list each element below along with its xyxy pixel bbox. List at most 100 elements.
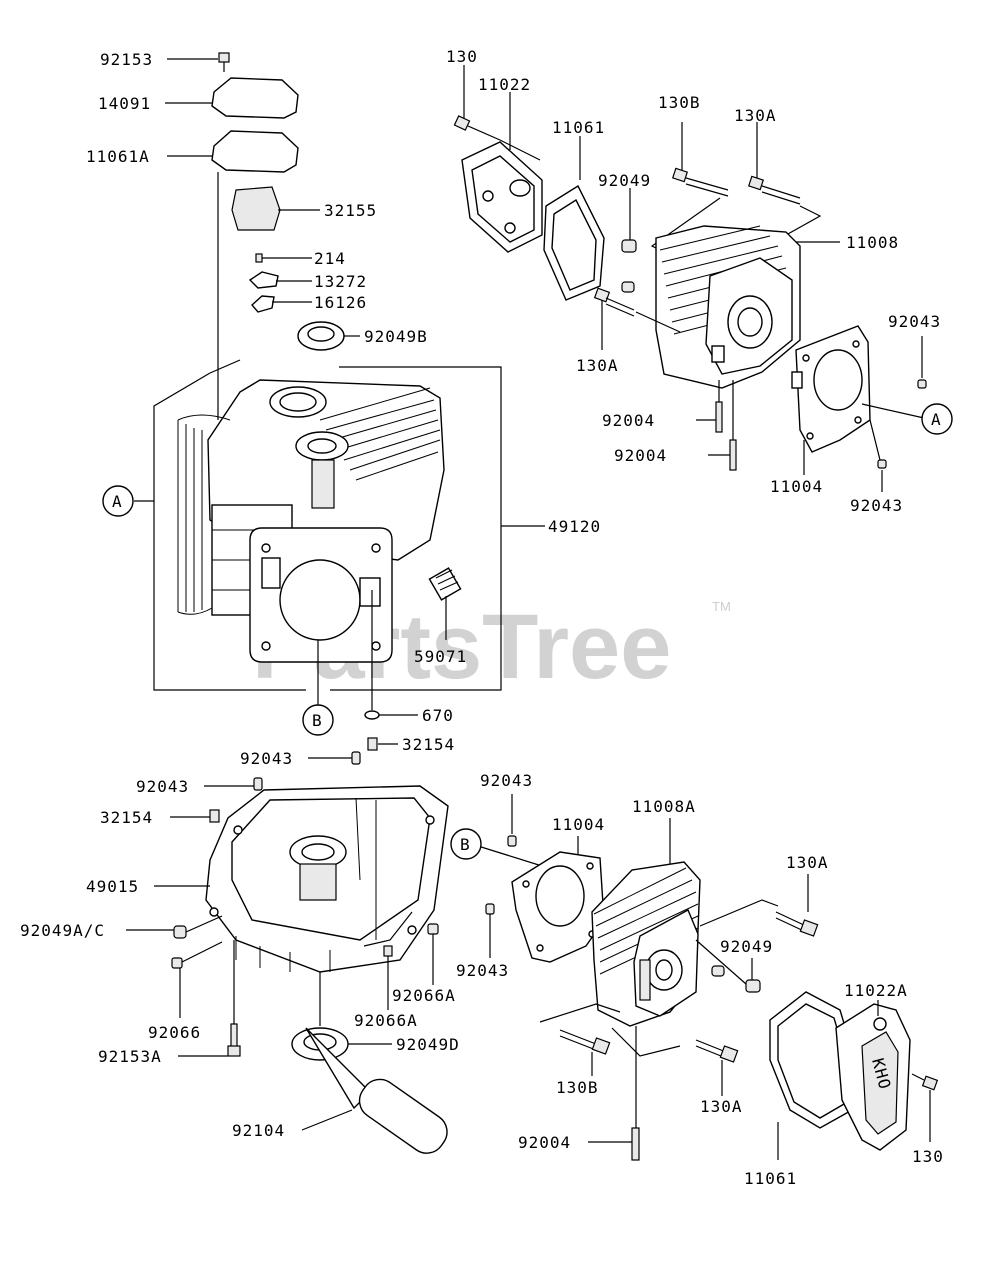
- cylinder-head-11008A-icon: [591, 861, 701, 1027]
- leader-92104: [301, 1109, 353, 1131]
- bolt-130A-top-icon: [747, 175, 801, 205]
- cover-14091-icon: [211, 77, 299, 119]
- label-11022A: 11022A: [844, 981, 908, 1000]
- label-130-top: 130: [446, 47, 478, 66]
- label-11061-top: 11061: [552, 118, 605, 137]
- gasket-11061A-icon: [211, 130, 299, 173]
- label-92104: 92104: [232, 1121, 285, 1140]
- svg-text:B: B: [460, 835, 471, 854]
- bolt-130-top-icon: [453, 115, 501, 141]
- bolt-130B-top-icon: [671, 167, 729, 197]
- bolt-guide-b1: [699, 899, 779, 927]
- label-92049B: 92049B: [364, 327, 428, 346]
- label-130A-b1: 130A: [786, 853, 829, 872]
- pin-92043-d-icon: [485, 903, 495, 915]
- block-frame-left: [153, 372, 306, 691]
- nut-92049-mid-icon: [621, 281, 635, 293]
- plug-92066A-b-icon: [383, 945, 393, 957]
- cylinder-head-11008-icon: [655, 225, 801, 389]
- label-92066: 92066: [148, 1023, 201, 1042]
- stud-92004-a-icon: [715, 401, 723, 433]
- label-92049-top: 92049: [598, 171, 651, 190]
- nut-92049-bot-icon: [745, 979, 761, 993]
- label-59071: 59071: [414, 647, 467, 666]
- plug-92066A-a-icon: [427, 923, 439, 935]
- pin-92043-a-icon: [351, 751, 361, 765]
- label-92043-b: 92043: [136, 777, 189, 796]
- callout-B-top: B: [302, 704, 334, 736]
- label-92049-bot: 92049: [720, 937, 773, 956]
- sealant-tube-92104-icon: [305, 1027, 448, 1154]
- label-130A-mid: 130A: [576, 356, 619, 375]
- crankcase-49015-icon: [205, 785, 449, 973]
- label-13272: 13272: [314, 272, 367, 291]
- leader-B-bottom: [477, 845, 543, 867]
- leader-A-right: [861, 403, 925, 419]
- label-14091: 14091: [98, 94, 151, 113]
- label-32154-b: 32154: [100, 808, 153, 827]
- screw-92153-icon: [218, 52, 230, 63]
- label-130-bot: 130: [912, 1147, 944, 1166]
- label-214: 214: [314, 249, 346, 268]
- gasket-11061-bot-icon: [769, 991, 859, 1129]
- label-92049D: 92049D: [396, 1035, 460, 1054]
- label-11061-bot: 11061: [744, 1169, 797, 1188]
- label-16126: 16126: [314, 293, 367, 312]
- label-92004-b: 92004: [614, 446, 667, 465]
- seal-92049AC-icon: [173, 925, 187, 939]
- bolt-130A-mid-icon: [593, 287, 635, 317]
- gasket-11004-bot-icon: [511, 851, 605, 963]
- part-32155-icon: [231, 186, 281, 231]
- svg-text:A: A: [112, 492, 123, 511]
- stud-92004-bot-icon: [631, 1127, 640, 1161]
- bolt-130A-b2-icon: [695, 1039, 739, 1063]
- rocker-cover-11022-icon: [461, 141, 543, 253]
- label-92066A-b: 92066A: [354, 1011, 418, 1030]
- nut-92049-bot2-icon: [711, 965, 725, 977]
- label-49015: 49015: [86, 877, 139, 896]
- label-92043-r2: 92043: [850, 496, 903, 515]
- rocker-cover-11022A-icon: KHO: [835, 1003, 911, 1151]
- callout-B-bottom: B: [450, 828, 482, 860]
- pin-92043-r2-icon: [877, 459, 887, 469]
- label-32154-a: 32154: [402, 735, 455, 754]
- oring-670-icon: [364, 710, 380, 720]
- gasket-11004-top-icon: [791, 325, 871, 453]
- label-11004-top: 11004: [770, 477, 823, 496]
- svg-text:B: B: [312, 711, 323, 730]
- label-92066A-a: 92066A: [392, 986, 456, 1005]
- callout-A-left: A: [102, 485, 134, 517]
- cylinder-block-49120-icon: [177, 379, 445, 616]
- bolt-92153A-icon: [227, 1023, 241, 1057]
- label-32155: 32155: [324, 201, 377, 220]
- label-11061A: 11061A: [86, 147, 150, 166]
- pin-92043-r1-icon: [917, 379, 927, 389]
- part-13272-icon: [248, 271, 279, 289]
- label-11008A: 11008A: [632, 797, 696, 816]
- label-92004-a: 92004: [602, 411, 655, 430]
- label-11022: 11022: [478, 75, 531, 94]
- label-130A-top: 130A: [734, 106, 777, 125]
- bolt-130A-b1-icon: [775, 911, 819, 937]
- pin-32154-a-icon: [367, 737, 378, 751]
- block-frame-right: [330, 366, 502, 691]
- bolt-130B-bot-icon: [559, 1029, 611, 1055]
- label-92043-a: 92043: [240, 749, 293, 768]
- watermark-tm: TM: [712, 599, 731, 614]
- gasket-face-icon: [249, 527, 393, 663]
- label-92153A: 92153A: [98, 1047, 162, 1066]
- label-92043-d: 92043: [456, 961, 509, 980]
- label-130A-b2: 130A: [700, 1097, 743, 1116]
- pin-214-icon: [255, 253, 263, 263]
- bolt-130-bot-icon: [911, 1073, 939, 1091]
- label-130B-top: 130B: [658, 93, 701, 112]
- block-frame-top: [209, 359, 241, 374]
- label-92043-c: 92043: [480, 771, 533, 790]
- part-16126-icon: [251, 295, 275, 313]
- label-92043-r1: 92043: [888, 312, 941, 331]
- nut-92049-top-icon: [621, 239, 637, 253]
- label-49120: 49120: [548, 517, 601, 536]
- spring-59071-icon: [428, 567, 462, 601]
- label-11008: 11008: [846, 233, 899, 252]
